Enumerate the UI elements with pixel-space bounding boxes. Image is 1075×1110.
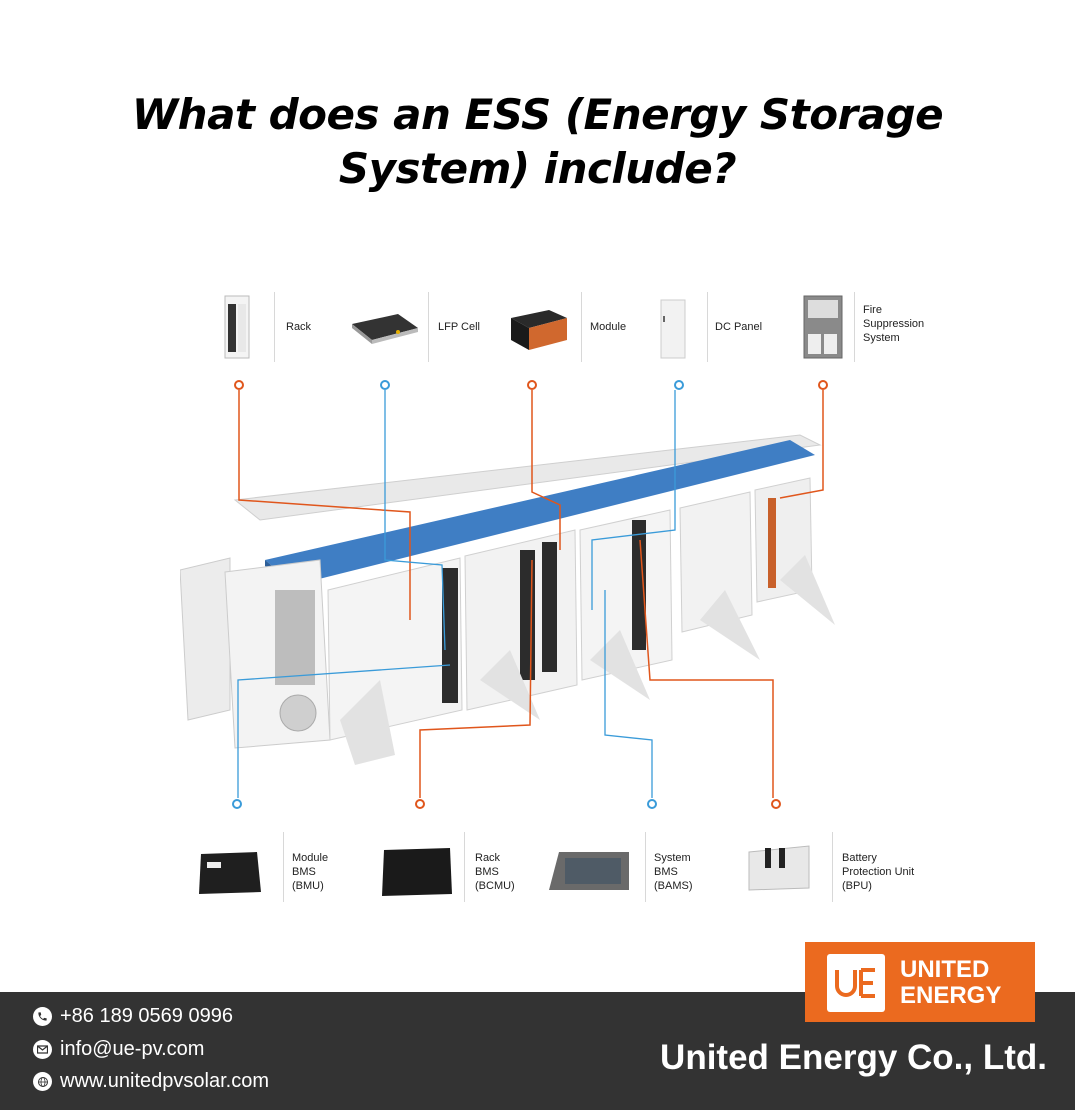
component-bpu: Battery Protection Unit (BPU) [745,832,945,902]
marker-bpu [771,799,781,809]
divider [464,832,465,902]
title-line-1: What does an ESS (Energy Storage [131,90,944,139]
component-label: DC Panel [715,321,763,333]
contact-phone[interactable]: +86 189 0569 0996 [33,1005,233,1028]
brand-logo: UNITED ENERGY [805,942,1035,1022]
contact-email[interactable]: info@ue-pv.com [33,1038,204,1061]
marker-lfp-cell [380,380,390,390]
component-label: Module [590,321,627,333]
marker-fire-suppression [818,380,828,390]
email-address: info@ue-pv.com [60,1038,205,1060]
rack-bms-icon [382,848,452,896]
email-icon [33,1040,52,1059]
website-url: www.unitedpvsolar.com [60,1070,269,1092]
divider [274,292,275,362]
component-label: Fire Suppression System [863,304,925,344]
component-lfp-cell: LFP Cell [348,292,548,362]
marker-module-bms [232,799,242,809]
component-rack-bms: Rack BMS (BCMU) [380,832,580,902]
fire-suppression-icon [803,295,843,359]
ess-container-illustration [180,390,835,798]
component-label: Rack BMS (BCMU) [475,852,515,892]
divider [854,292,855,362]
divider [283,832,284,902]
ue-logo-mark [827,954,885,1012]
component-module-bms: Module BMS (BMU) [195,832,395,902]
component-system-bms: System BMS (BAMS) [545,832,745,902]
component-dc-panel: DC Panel [655,292,805,362]
component-label: Module BMS (BMU) [292,852,329,892]
company-name: United Energy Co., Ltd. [660,1038,1047,1077]
divider [645,832,646,902]
globe-icon [33,1072,52,1091]
component-label: Rack [286,321,312,333]
phone-number: +86 189 0569 0996 [60,1005,233,1027]
divider [707,292,708,362]
marker-rack-bms [415,799,425,809]
component-label: Battery Protection Unit (BPU) [842,852,915,892]
component-label: System BMS (BAMS) [654,852,693,892]
component-module: Module [505,292,655,362]
marker-rack [234,380,244,390]
phone-icon [33,1007,52,1026]
rack-icon [224,295,250,359]
divider [581,292,582,362]
bpu-icon [748,845,810,891]
component-fire-suppression: Fire Suppression System [802,292,952,362]
marker-system-bms [647,799,657,809]
dc-panel-icon [660,299,686,359]
system-bms-icon [549,852,629,890]
lfp-cell-icon [352,314,418,344]
logo-wordmark: UNITED ENERGY [900,956,1002,1009]
divider [832,832,833,902]
marker-dc-panel [674,380,684,390]
component-label: LFP Cell [438,321,480,333]
module-bms-icon [199,852,261,894]
divider [428,292,429,362]
module-icon [511,310,567,350]
component-rack: Rack [222,292,422,362]
marker-module [527,380,537,390]
page-title: What does an ESS (Energy Storage System)… [0,88,1075,196]
contact-website[interactable]: www.unitedpvsolar.com [33,1070,269,1093]
title-line-2: System) include? [338,144,737,193]
